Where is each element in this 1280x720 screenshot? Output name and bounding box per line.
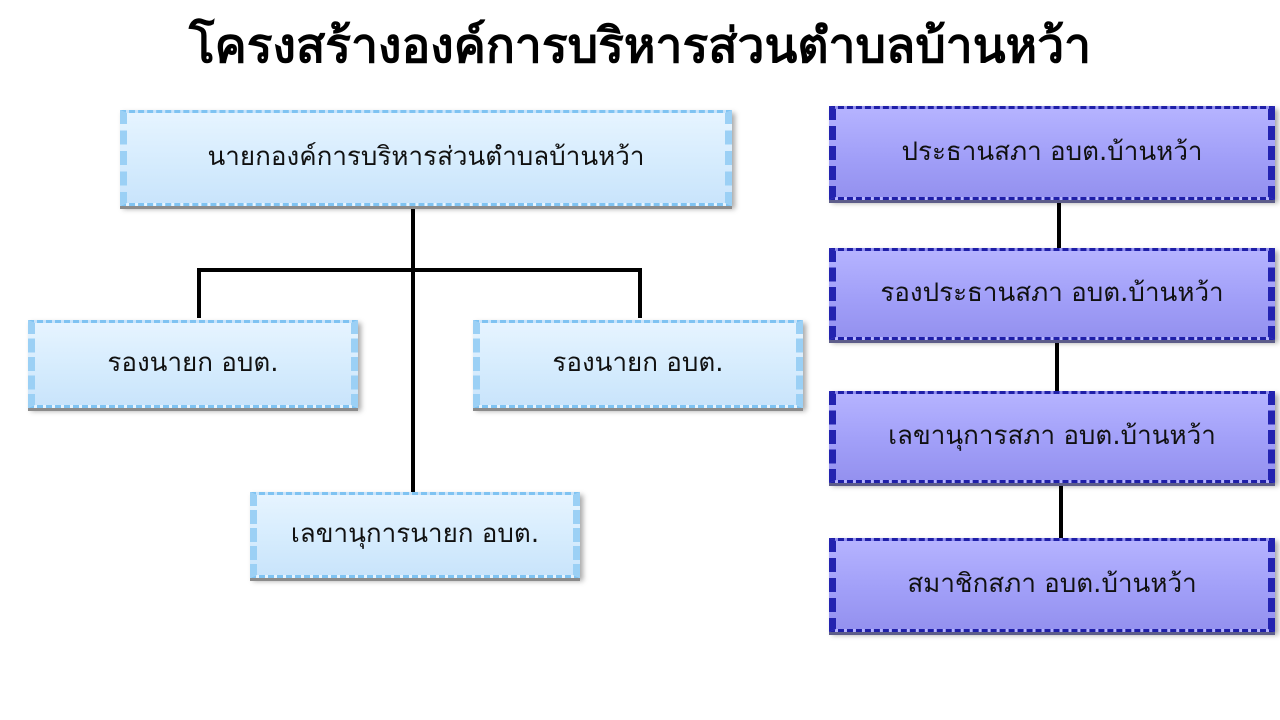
node-chief-executive: นายกองค์การบริหารส่วนตำบลบ้านหว้า (120, 110, 732, 206)
node-council-secretary-label: เลขานุการสภา อบต.บ้านหว้า (888, 421, 1216, 452)
node-deputy-chief-left-label: รองนายก อบต. (107, 348, 279, 379)
node-council-members-label: สมาชิกสภา อบต.บ้านหว้า (907, 569, 1197, 600)
node-council-members: สมาชิกสภา อบต.บ้านหว้า (829, 538, 1275, 632)
node-council-vice-chairman-label: รองประธานสภา อบต.บ้านหว้า (880, 278, 1224, 309)
node-chief-executive-label: นายกองค์การบริหารส่วนตำบลบ้านหว้า (207, 142, 645, 173)
node-deputy-chief-right: รองนายก อบต. (473, 320, 803, 408)
node-chief-secretary: เลขานุการนายก อบต. (250, 492, 580, 578)
node-deputy-chief-left: รองนายก อบต. (28, 320, 358, 408)
node-council-chairman-label: ประธานสภา อบต.บ้านหว้า (901, 137, 1203, 168)
page-title: โครงสร้างองค์การบริหารส่วนตำบลบ้านหว้า (188, 18, 1092, 74)
node-council-vice-chairman: รองประธานสภา อบต.บ้านหว้า (829, 248, 1275, 340)
node-council-chairman: ประธานสภา อบต.บ้านหว้า (829, 106, 1275, 200)
node-chief-secretary-label: เลขานุการนายก อบต. (290, 519, 540, 550)
node-deputy-chief-right-label: รองนายก อบต. (552, 348, 724, 379)
node-council-secretary: เลขานุการสภา อบต.บ้านหว้า (829, 391, 1275, 483)
